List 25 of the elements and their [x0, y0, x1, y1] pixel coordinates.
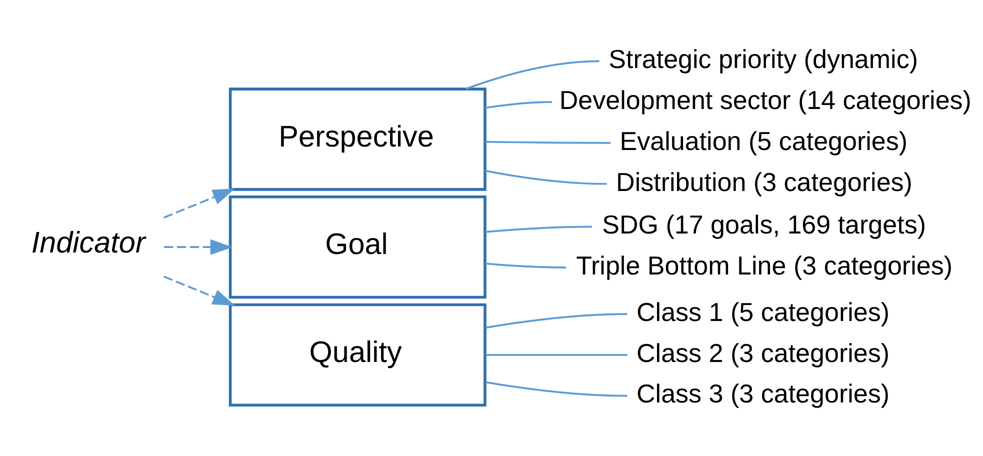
connector: [485, 262, 566, 268]
connector: [485, 354, 628, 356]
node-box: Quality: [228, 302, 486, 406]
node-text: SDG (17 goals, 169 targets): [602, 209, 926, 240]
node-text: Development sector (14 categories): [559, 84, 972, 114]
node-text: Strategic priority (dynamic): [608, 44, 918, 74]
connector: [484, 100, 552, 108]
connector: [485, 225, 592, 232]
node-text: Class 3 (3 categories): [636, 378, 890, 408]
connector: [485, 140, 610, 144]
arrow: [164, 238, 233, 254]
node-box: Goal: [228, 195, 486, 298]
node-text: Class 2 (3 categories): [636, 337, 890, 368]
node-text: Distribution (3 categories): [616, 166, 912, 196]
connector: [465, 60, 600, 90]
node-box: Perspective: [228, 87, 486, 190]
arrow: [164, 188, 236, 218]
node-text: Evaluation (5 categories): [620, 125, 908, 156]
arrow: [164, 275, 236, 306]
node-text: Triple Bottom Line (3 categories): [576, 250, 953, 280]
node-text: Indicator: [31, 226, 146, 259]
connector: [485, 380, 628, 396]
connector: [485, 312, 628, 328]
connector: [484, 169, 607, 184]
node-text: Class 1 (5 categories): [636, 296, 890, 326]
